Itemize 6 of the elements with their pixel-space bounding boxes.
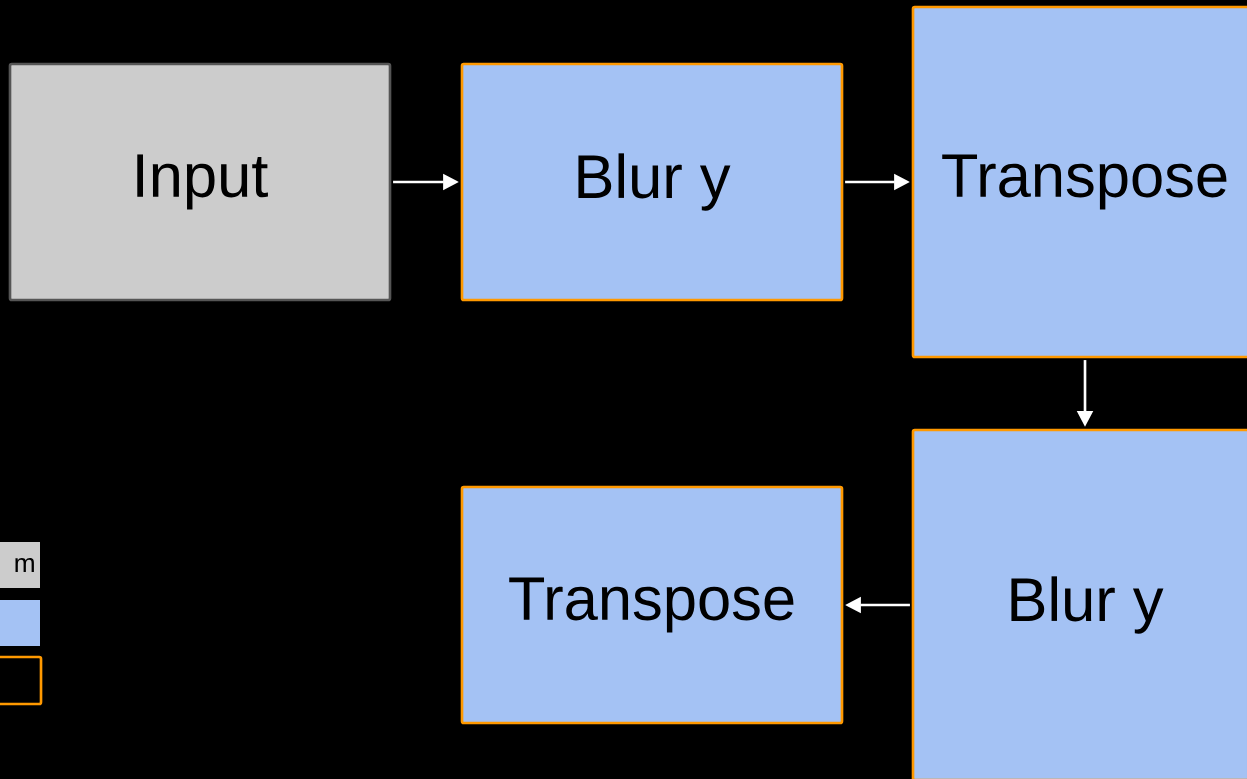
process-box: Blur y — [911, 428, 1247, 779]
process-box: Transpose — [460, 485, 844, 725]
process-box: Blur y — [460, 62, 844, 302]
process-box: Input — [8, 62, 392, 302]
process-box: Transpose — [911, 5, 1247, 359]
legend-text: m — [15, 557, 34, 573]
